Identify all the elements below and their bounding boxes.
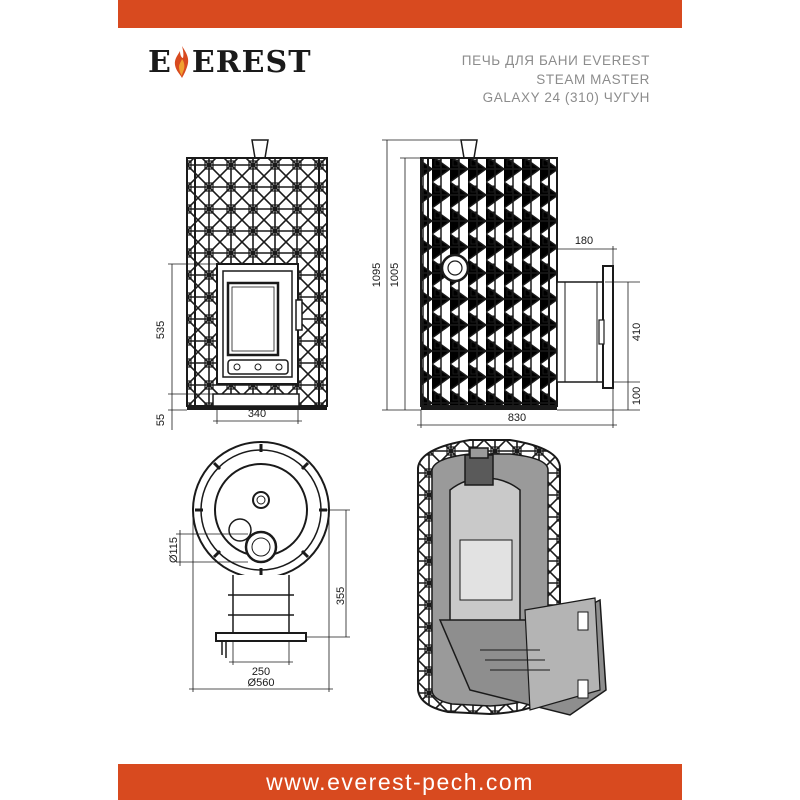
side-body xyxy=(420,157,558,407)
dim-top-tunnel-length: 355 xyxy=(335,587,347,605)
website-url[interactable]: www.everest-pech.com xyxy=(266,768,534,795)
side-chimney xyxy=(460,139,478,159)
top-accent-bar xyxy=(118,0,682,28)
front-view xyxy=(186,139,328,410)
dim-side-body-height: 1005 xyxy=(389,263,401,287)
dim-side-tunnel-height: 410 xyxy=(631,323,643,341)
dim-side-total-height: 1095 xyxy=(371,263,383,287)
dim-top-chimney-diameter: Ø115 xyxy=(168,537,180,563)
dim-front-leg-height: 55 xyxy=(155,414,167,426)
dim-side-depth: 830 xyxy=(508,412,526,424)
top-dimensions: Ø115 355 250 Ø560 xyxy=(168,509,350,692)
cutaway-chimney xyxy=(464,454,494,486)
logo-letters-rest: EREST xyxy=(191,44,312,80)
dim-side-tunnel-bottom: 100 xyxy=(631,387,643,405)
front-door-glass xyxy=(226,281,280,357)
side-fire-tunnel xyxy=(556,281,606,383)
front-chimney xyxy=(251,139,269,159)
top-chimney-outlet xyxy=(252,491,270,509)
title-line-2: STEAM MASTER xyxy=(536,71,650,87)
dim-top-tunnel-width: 250 xyxy=(252,666,270,678)
cutaway-view xyxy=(417,439,607,716)
title-line-3: GALAXY 24 (310) ЧУГУН xyxy=(482,90,650,105)
dim-front-door-width: 340 xyxy=(248,408,266,420)
top-tunnel-door xyxy=(215,632,307,642)
bottom-accent-bar: www.everest-pech.com xyxy=(118,764,682,800)
logo-letter-e: E xyxy=(148,44,172,80)
front-dimensions: 535 55 340 xyxy=(155,263,302,430)
top-fire-tunnel xyxy=(232,575,290,636)
side-dimensions: 1095 1005 180 410 100 830 xyxy=(371,139,643,428)
dim-front-door-height: 535 xyxy=(155,321,167,339)
dim-side-tunnel-depth: 180 xyxy=(575,235,593,247)
title-line-1: ПЕЧЬ ДЛЯ БАНИ EVEREST xyxy=(461,53,650,68)
dim-top-diameter: Ø560 xyxy=(248,677,275,689)
top-view xyxy=(192,441,330,658)
front-door-handle xyxy=(295,299,303,331)
flame-icon xyxy=(174,46,189,78)
front-ash-vent xyxy=(227,359,289,375)
product-title: ПЕЧЬ ДЛЯ БАНИ EVEREST STEAM MASTER GALAX… xyxy=(462,52,650,108)
side-view xyxy=(420,139,614,410)
top-chimney-circle xyxy=(244,530,278,564)
everest-logo: E EREST xyxy=(148,42,312,82)
